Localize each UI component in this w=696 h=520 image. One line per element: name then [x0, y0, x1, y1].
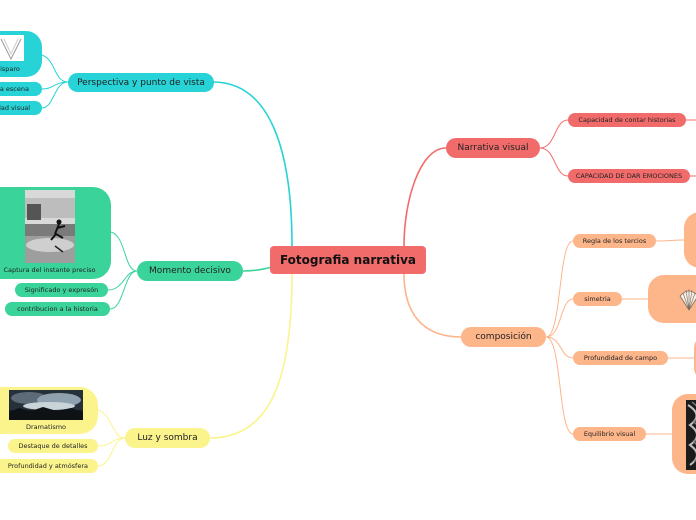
leaf-momento-1-label: Captura del instante preciso: [0, 266, 111, 274]
branch-momento[interactable]: Momento decisivo: [137, 261, 243, 281]
branch-luz[interactable]: Luz y sombra: [125, 428, 210, 448]
leaf-luz-1-label: Dramatismo: [0, 423, 98, 431]
leaf-composicion-3[interactable]: Profundidad de campo: [573, 351, 668, 365]
spiral-thumbnail: [686, 400, 696, 470]
branch-perspectiva[interactable]: Perspectiva y punto de vista: [68, 73, 214, 92]
leaf-composicion-4[interactable]: Equilibrio visual: [573, 427, 646, 441]
equilibrio-image-bubble[interactable]: [672, 394, 696, 474]
leaf-narrativa-1[interactable]: Capacidad de contar historias: [568, 113, 686, 127]
leaf-perspectiva-1-label: isparo: [0, 65, 40, 73]
leaf-luz-2[interactable]: Destaque de detalles: [8, 439, 98, 453]
leaf-momento-3[interactable]: contribucion a la historia: [5, 302, 110, 316]
leaf-composicion-1[interactable]: Regla de los tercios: [573, 234, 656, 248]
leaf-luz-1[interactable]: Dramatismo: [0, 387, 98, 434]
leaf-luz-3[interactable]: Profundidad y atmósfera: [0, 459, 98, 473]
shell-icon: [678, 286, 696, 312]
leaf-perspectiva-1[interactable]: isparo: [0, 31, 42, 77]
leaf-perspectiva-3[interactable]: dad visual: [0, 101, 42, 115]
leaf-momento-1[interactable]: Captura del instante preciso: [0, 187, 111, 279]
triangle-thumbnail-icon: [0, 35, 24, 61]
leaf-narrativa-2[interactable]: CAPACIDAD DE DAR EMOCIONES: [568, 169, 690, 183]
street-photo-thumbnail: [25, 190, 75, 263]
leaf-momento-2[interactable]: Significado y expresón: [15, 283, 108, 297]
dramatic-sky-thumbnail: [9, 390, 83, 420]
simetria-image-bubble[interactable]: [648, 275, 696, 323]
leaf-composicion-2[interactable]: simetria: [573, 292, 622, 306]
leaf-perspectiva-2[interactable]: a escena: [0, 82, 42, 96]
regla-tercios-image-bubble[interactable]: [684, 212, 696, 268]
central-topic[interactable]: Fotografia narrativa: [270, 246, 426, 274]
branch-narrativa[interactable]: Narrativa visual: [446, 138, 540, 158]
branch-composicion[interactable]: composición: [461, 327, 546, 347]
